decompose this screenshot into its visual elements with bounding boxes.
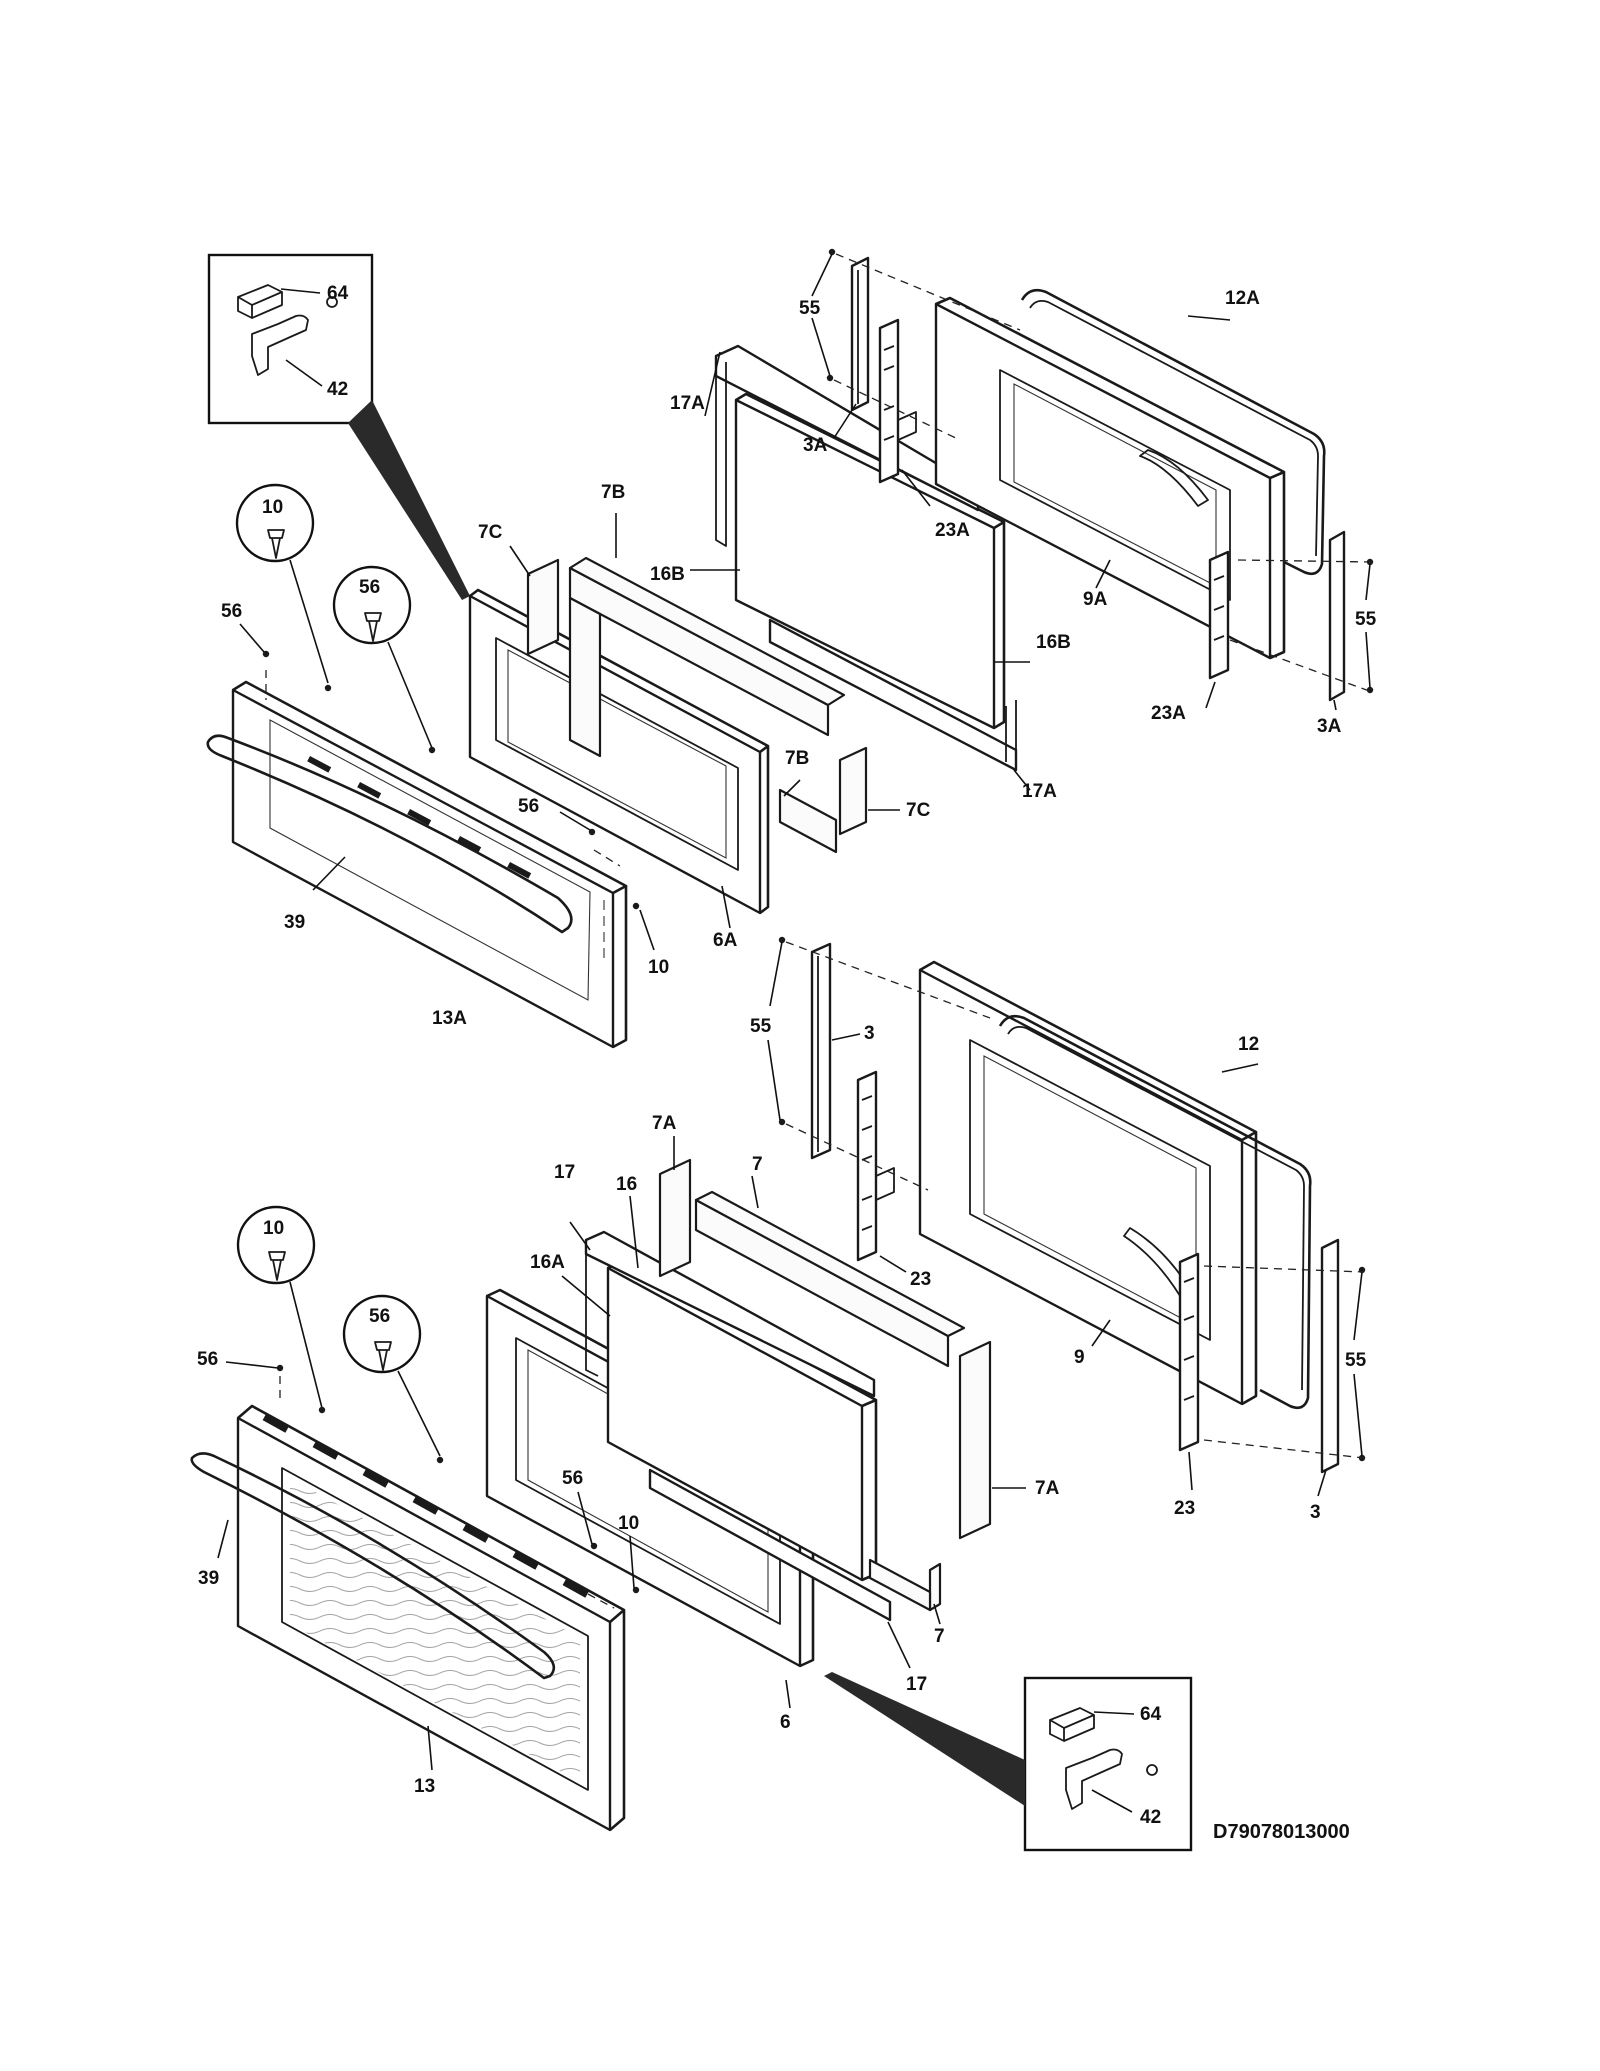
label-23-a: 23 (910, 1269, 931, 1290)
bracket-part (251, 296, 338, 376)
door-gasket-12 (998, 1014, 1312, 1410)
label-55-d: 55 (1345, 1350, 1367, 1371)
label-7A-b: 7A (1035, 1478, 1060, 1499)
label-7B-b: 7B (785, 748, 809, 769)
hinge-23-right (1178, 1252, 1200, 1491)
label-6A: 6A (713, 930, 738, 951)
label-12A: 12A (1225, 288, 1260, 309)
label-17A-a: 17A (670, 393, 705, 414)
svg-text:10: 10 (263, 1218, 284, 1239)
label-16B-b: 16B (1036, 632, 1071, 653)
alignment-lines-upper (265, 253, 1373, 867)
label-55-b: 55 (1355, 609, 1377, 630)
door-gasket-12A (1020, 288, 1326, 576)
label-39-a: 39 (284, 912, 305, 933)
inner-liner-9 (918, 960, 1258, 1406)
label-13A: 13A (432, 1008, 467, 1029)
channel-3-left (810, 942, 861, 1160)
label-7A-a: 7A (652, 1113, 677, 1134)
lower-inset-pointer (824, 1672, 1025, 1806)
insulation-7C-rear (509, 545, 560, 656)
label-16B-a: 16B (650, 564, 685, 585)
screws-55-upper (811, 248, 1374, 694)
upper-labels: 55 3A 23A 12A 9A 17A 16B 7B 7C 6A 56 10 … (221, 288, 1377, 1029)
glass-16B-upper (690, 344, 1031, 791)
label-9: 9 (1074, 1347, 1085, 1368)
label-10-a: 10 (648, 957, 669, 978)
upper-inset-box: 64 42 (207, 253, 374, 425)
inset-label-42-lower: 42 (1140, 1807, 1161, 1828)
screws-56-10-upper (239, 623, 655, 951)
clip-cover-part-lower (1049, 1707, 1095, 1742)
insulation-7-lower (694, 1175, 966, 1625)
hinge-23A-right (1205, 550, 1230, 709)
label-39-b: 39 (198, 1568, 219, 1589)
label-56-c: 56 (197, 1349, 218, 1370)
channel-3-right (1317, 1238, 1340, 1497)
label-7B-a: 7B (601, 482, 625, 503)
callout-screw-10-upper: 10 (235, 483, 329, 684)
inset-label-42: 42 (327, 379, 348, 400)
label-16: 16 (616, 1174, 637, 1195)
label-55-c: 55 (750, 1016, 772, 1037)
svg-text:56: 56 (369, 1306, 390, 1327)
label-6: 6 (780, 1712, 791, 1733)
label-23-b: 23 (1174, 1498, 1195, 1519)
lower-labels: 55 3 23 12 9 7A 7 17 16 16A 6 56 10 39 1… (197, 1016, 1367, 1797)
label-7-b: 7 (934, 1626, 945, 1647)
svg-text:56: 56 (359, 577, 380, 598)
callout-screw-10-lower: 10 (236, 1205, 323, 1409)
outer-door-panel-13 (236, 1404, 626, 1832)
label-56-a: 56 (221, 601, 242, 622)
bracket-part-lower (1065, 1748, 1158, 1810)
label-7C-a: 7C (478, 522, 503, 543)
channel-3A-right (1328, 530, 1346, 711)
svg-text:10: 10 (262, 497, 283, 518)
label-10-b: 10 (618, 1513, 639, 1534)
label-3A-a: 3A (803, 435, 828, 456)
insulation-7B-long (568, 513, 846, 758)
insulation-7B-7C-lower (778, 746, 900, 854)
label-12: 12 (1238, 1034, 1259, 1055)
hinge-23-left (856, 1070, 907, 1273)
inner-door-frame-6A (468, 588, 770, 929)
inset-label-64-lower: 64 (1140, 1704, 1162, 1725)
label-7C-b: 7C (906, 800, 931, 821)
drawing-code: D79078013000 (1213, 1821, 1350, 1843)
label-23A-b: 23A (1151, 703, 1186, 724)
callout-screw-56-lower: 56 (342, 1294, 441, 1457)
label-17-a: 17 (554, 1162, 575, 1183)
inset-label-64: 64 (327, 283, 349, 304)
label-7-a: 7 (752, 1154, 763, 1175)
label-56-d: 56 (562, 1468, 583, 1489)
inner-liner-9A (934, 296, 1286, 660)
label-16A: 16A (530, 1252, 565, 1273)
screws-55-lower (767, 936, 1366, 1462)
label-56-b: 56 (518, 796, 539, 817)
label-23A-a: 23A (935, 520, 970, 541)
clip-cover-part (237, 284, 283, 319)
screws-56-10-lower (225, 1361, 640, 1594)
label-17-b: 17 (906, 1674, 927, 1695)
channel-3A-left (833, 256, 870, 439)
label-13: 13 (414, 1776, 435, 1797)
door-handle-39-lower (190, 1452, 556, 1680)
label-55-a: 55 (799, 298, 821, 319)
label-9A: 9A (1083, 589, 1108, 610)
label-3-a: 3 (864, 1023, 875, 1044)
door-handle-39-upper (206, 734, 573, 934)
label-17A-b: 17A (1022, 781, 1057, 802)
insulation-7A-lower (658, 1136, 1026, 1540)
label-3-b: 3 (1310, 1502, 1321, 1523)
alignment-lines-lower (279, 941, 1365, 1609)
label-3A-b: 3A (1317, 716, 1342, 737)
lower-inset-box: 64 42 (1023, 1676, 1193, 1852)
callout-screw-56-upper: 56 (332, 565, 433, 749)
hinge-23A-left (878, 318, 931, 507)
upper-inset-pointer (348, 400, 470, 600)
